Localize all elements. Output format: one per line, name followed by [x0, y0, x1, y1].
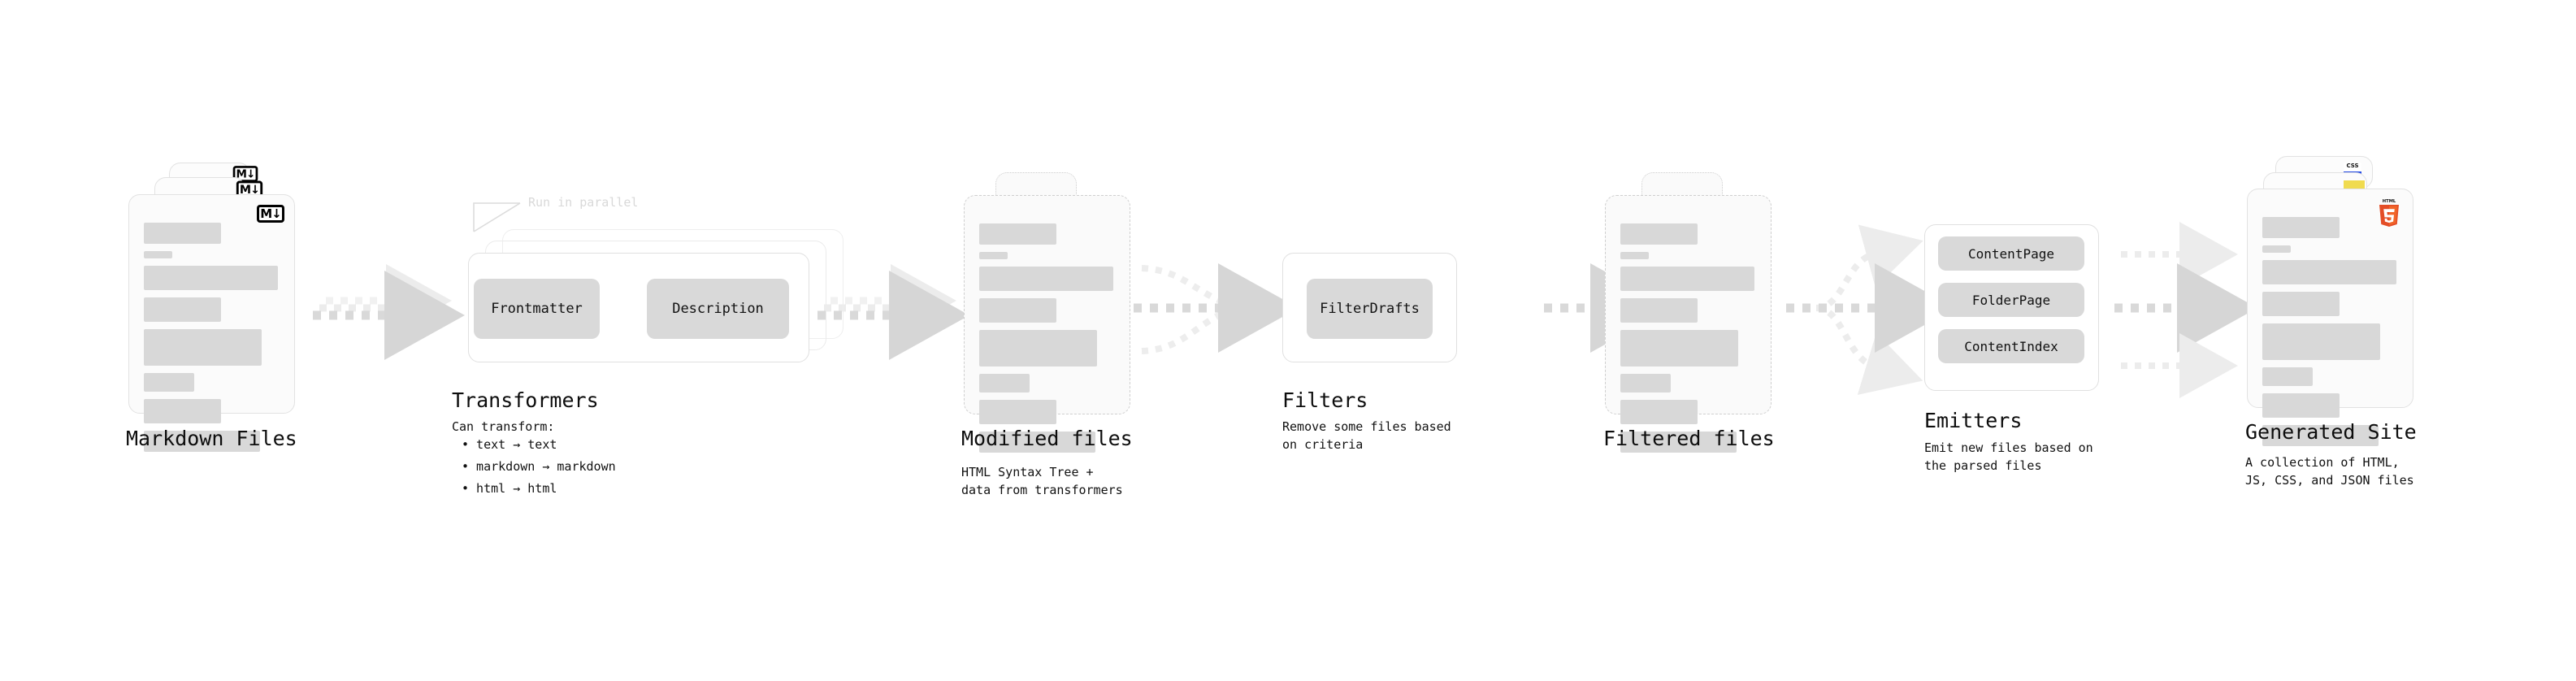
emitters-subtitle: Emit new files based on the parsed files [1924, 440, 2093, 473]
content-bar [2262, 323, 2380, 360]
doc-content-site [2262, 217, 2398, 453]
content-bar [2262, 217, 2340, 238]
content-bar [144, 223, 221, 244]
content-bar [979, 374, 1030, 393]
content-bar [1620, 298, 1698, 323]
content-bar [1620, 400, 1698, 424]
doc-content-markdown [144, 223, 280, 459]
content-bar [1620, 330, 1738, 367]
content-bar [979, 330, 1097, 367]
run-in-parallel-leader [473, 202, 521, 232]
connector-markdown-to-transformers [313, 264, 465, 360]
content-bar [2262, 292, 2340, 316]
content-bar [144, 266, 278, 290]
content-bar [979, 298, 1056, 323]
transformer-pill-frontmatter[interactable]: Frontmatter [474, 279, 600, 339]
content-bar [2262, 425, 2379, 446]
content-bar [979, 432, 1095, 453]
modified-files-subtitle: HTML Syntax Tree + data from transformer… [961, 465, 1123, 497]
run-in-parallel-label: Run in parallel [528, 195, 639, 210]
caption-filters: Filters [1282, 388, 1368, 412]
content-bar [1620, 267, 1754, 291]
emitters-pill-folderpage[interactable]: FolderPage [1938, 283, 2084, 317]
caption-modified-files: Modified files [961, 427, 1133, 450]
emitters-pill-contentpage[interactable]: ContentPage [1938, 236, 2084, 271]
content-bar [1620, 252, 1649, 259]
filtered-doc-front [1605, 195, 1772, 453]
content-bar [144, 251, 172, 258]
content-bar [144, 431, 260, 452]
transformer-pill-description[interactable]: Description [647, 279, 789, 339]
transformers-bullet-2: • html → html [462, 481, 557, 496]
caption-emitters: Emitters [1924, 409, 2023, 432]
content-bar [1620, 432, 1737, 453]
site-doc-front: HTML [2247, 189, 2413, 446]
html5-badge: HTML [2379, 199, 2399, 227]
content-bar [144, 373, 194, 392]
doc-content-filtered [1620, 223, 1756, 460]
content-bar [979, 400, 1056, 424]
transformers-subtitle: Can transform: [452, 419, 555, 434]
content-bar [1620, 223, 1698, 245]
content-bar [144, 399, 221, 423]
filters-subtitle: Remove some files based on criteria [1282, 419, 1451, 452]
caption-filtered-files: Filtered files [1603, 427, 1775, 450]
content-bar [2262, 393, 2340, 418]
markdown-doc-front: M↓ [128, 194, 295, 452]
connector-modified-to-filters [1134, 263, 1299, 354]
connector-filtered-to-emitters [1786, 224, 1955, 395]
connector-emitters-to-site [2114, 222, 2257, 398]
connector-transformers-to-modified [817, 264, 969, 360]
caption-markdown-files: Markdown Files [126, 427, 297, 450]
transformers-bullet-0: • text → text [462, 437, 557, 452]
content-bar [144, 329, 262, 366]
caption-transformers: Transformers [452, 388, 599, 412]
content-bar [144, 297, 221, 322]
transformers-bullet-1: • markdown → markdown [462, 459, 616, 474]
markdown-badge-front[interactable]: M↓ [257, 205, 284, 223]
content-bar [2262, 245, 2291, 253]
doc-content-modified [979, 223, 1115, 460]
content-bar [1620, 374, 1671, 393]
svg-text:HTML: HTML [2383, 199, 2396, 204]
caption-generated-site: Generated Site [2245, 420, 2417, 444]
generated-site-subtitle: A collection of HTML, JS, CSS, and JSON … [2245, 455, 2414, 488]
emitters-pill-contentindex[interactable]: ContentIndex [1938, 329, 2084, 363]
content-bar [979, 223, 1056, 245]
content-bar [2262, 367, 2313, 386]
content-bar [979, 252, 1008, 259]
filters-pill-filterdrafts[interactable]: FilterDrafts [1307, 279, 1433, 339]
content-bar [2262, 260, 2396, 284]
modified-doc-front [964, 195, 1130, 453]
content-bar [979, 267, 1113, 291]
